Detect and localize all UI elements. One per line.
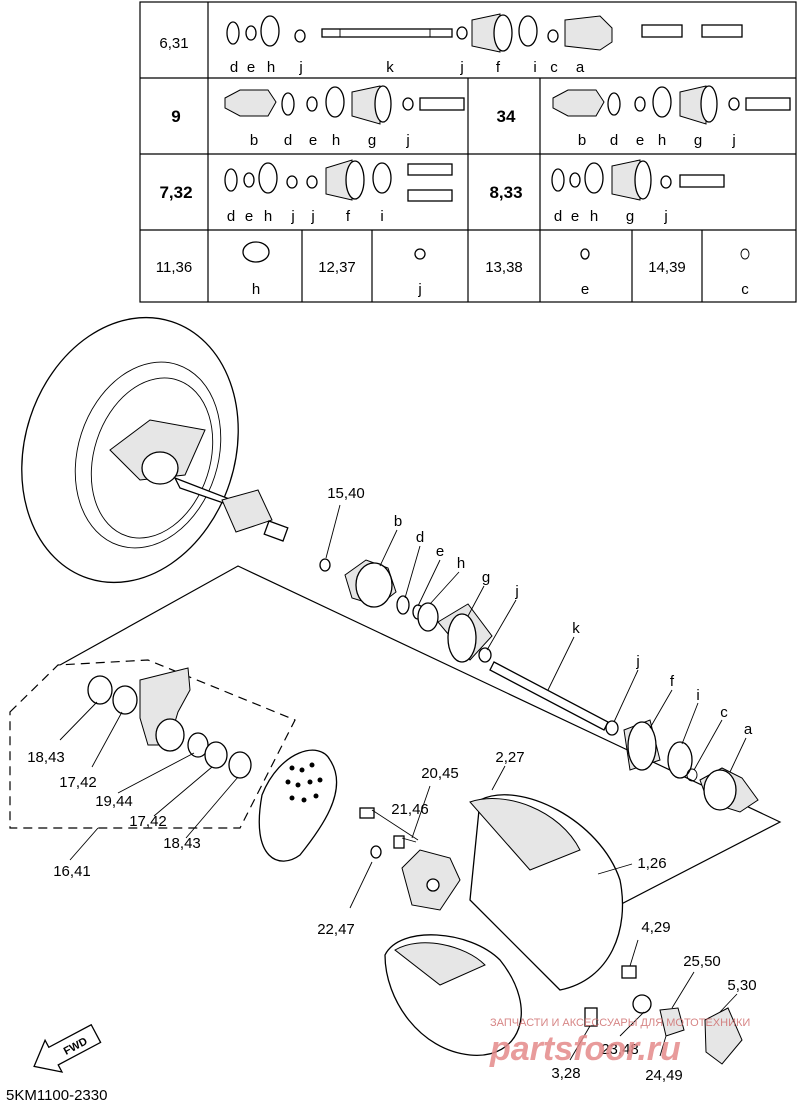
- callout-j: j: [514, 583, 518, 600]
- callout-b: b: [394, 513, 402, 530]
- kit-letter: h: [252, 281, 260, 298]
- kit-letter: g: [368, 132, 376, 149]
- callout-2-27: 2,27: [495, 749, 524, 766]
- leader-lines: [59, 504, 747, 1061]
- watermark: ЗАПЧАСТИ И АКСЕССУАРЫ ДЛЯ МОТОТЕХНИКИ pa…: [489, 1017, 750, 1068]
- kit-row-id: 9: [171, 107, 180, 126]
- callout-21-46: 21,46: [391, 801, 429, 818]
- brake-disc-illustration: [258, 749, 382, 862]
- kit-letter: h: [658, 132, 666, 149]
- kit-letter: b: [578, 132, 586, 149]
- callout-c: c: [720, 704, 728, 721]
- watermark-logo: partsfoor.ru: [489, 1030, 681, 1068]
- callout-e: e: [436, 543, 444, 560]
- kit-letter: g: [694, 132, 702, 149]
- kit-letter: e: [245, 208, 253, 225]
- kit-row-id: 13,38: [485, 259, 523, 276]
- hub-rim-illustration: [384, 794, 743, 1065]
- kit-letter: h: [267, 59, 275, 76]
- callout-16-41: 16,41: [53, 863, 91, 880]
- kit-letter: j: [405, 132, 409, 149]
- callout-g: g: [482, 569, 490, 586]
- wheel-assembly-illustration: [21, 316, 289, 584]
- kit-letter: d: [554, 208, 562, 225]
- callout-a: a: [744, 721, 753, 738]
- kit-letter: j: [731, 132, 735, 149]
- kit-letter: h: [264, 208, 272, 225]
- kit-letter: d: [230, 59, 238, 76]
- kit-letter: h: [590, 208, 598, 225]
- kit-row-id: 34: [497, 107, 516, 126]
- kit-row-id: 14,39: [648, 259, 686, 276]
- knuckle-illustration: [9, 659, 296, 829]
- kit-row-id: 7,32: [159, 183, 192, 202]
- callout-k: k: [572, 620, 580, 637]
- kit-letter: j: [417, 281, 421, 298]
- callout-18-43: 18,43: [27, 749, 65, 766]
- kit-letter: h: [332, 132, 340, 149]
- kit-letter: k: [386, 59, 394, 76]
- kit-row-id: 8,33: [489, 183, 522, 202]
- kit-letter: d: [610, 132, 618, 149]
- callout-25-50: 25,50: [683, 953, 721, 970]
- kit-letter: c: [550, 59, 558, 76]
- kit-letter: e: [581, 281, 589, 298]
- kit-letter: d: [227, 208, 235, 225]
- kit-letter: e: [571, 208, 579, 225]
- kit-letter: e: [309, 132, 317, 149]
- fwd-arrow: FWD: [33, 1023, 102, 1073]
- kit-letter: a: [576, 59, 585, 76]
- kit-row-id: 12,37: [318, 259, 356, 276]
- callout-h: h: [457, 555, 465, 572]
- callout-5-30: 5,30: [727, 977, 756, 994]
- watermark-tagline: ЗАПЧАСТИ И АКСЕССУАРЫ ДЛЯ МОТОТЕХНИКИ: [490, 1017, 750, 1029]
- callout-23-48: 23,48: [601, 1041, 639, 1058]
- kit-letter: c: [741, 281, 749, 298]
- kit-row-parts: [226, 13, 743, 53]
- callout-20-45: 20,45: [421, 765, 459, 782]
- kit-row-id: 6,31: [159, 35, 188, 52]
- callout-15-40: 15,40: [327, 485, 365, 502]
- kit-letter: j: [310, 208, 314, 225]
- kit-row-parts: [242, 241, 750, 263]
- kit-row-id: 11,36: [156, 259, 192, 276]
- callout-1-26: 1,26: [637, 855, 666, 872]
- kit-letter: j: [290, 208, 294, 225]
- kit-letter: e: [247, 59, 255, 76]
- callout-3-28: 3,28: [551, 1065, 580, 1082]
- kit-letter: e: [636, 132, 644, 149]
- kit-letter: j: [663, 208, 667, 225]
- kit-letter: i: [380, 208, 383, 225]
- callout-24-49: 24,49: [645, 1067, 683, 1084]
- kit-letter: d: [284, 132, 292, 149]
- kit-letter: j: [298, 59, 302, 76]
- kit-row-parts: [551, 159, 725, 201]
- kit-table: 6,31 9 34 7,32 8,33 11,36 12,37 13,38 14…: [139, 1, 797, 303]
- kit-letter: i: [533, 59, 536, 76]
- callout-17-42: 17,42: [59, 774, 97, 791]
- callout-17-42-b: 17,42: [129, 813, 167, 830]
- callout-22-47: 22,47: [317, 921, 355, 938]
- callout-4-29: 4,29: [641, 919, 670, 936]
- kit-letter: g: [626, 208, 634, 225]
- diagram-code: 5KM1100-2330: [6, 1087, 107, 1104]
- kit-letter: f: [496, 59, 501, 76]
- drive-shaft-illustration: [59, 558, 782, 916]
- kit-letter: f: [346, 208, 351, 225]
- kit-letter: b: [250, 132, 258, 149]
- kit-letter: j: [459, 59, 463, 76]
- callout-labels: 15,40 b d e h g j k j f i c a 18,43 17,4…: [27, 485, 756, 1084]
- callout-19-44: 19,44: [95, 793, 133, 810]
- kit-row-parts: [224, 159, 453, 202]
- kit-row-parts: [552, 85, 791, 125]
- callout-j-2: j: [635, 653, 639, 670]
- kit-row-parts: [224, 85, 465, 125]
- callout-i: i: [696, 687, 699, 704]
- callout-f: f: [670, 673, 675, 690]
- callout-d: d: [416, 529, 424, 546]
- callout-18-43-b: 18,43: [163, 835, 201, 852]
